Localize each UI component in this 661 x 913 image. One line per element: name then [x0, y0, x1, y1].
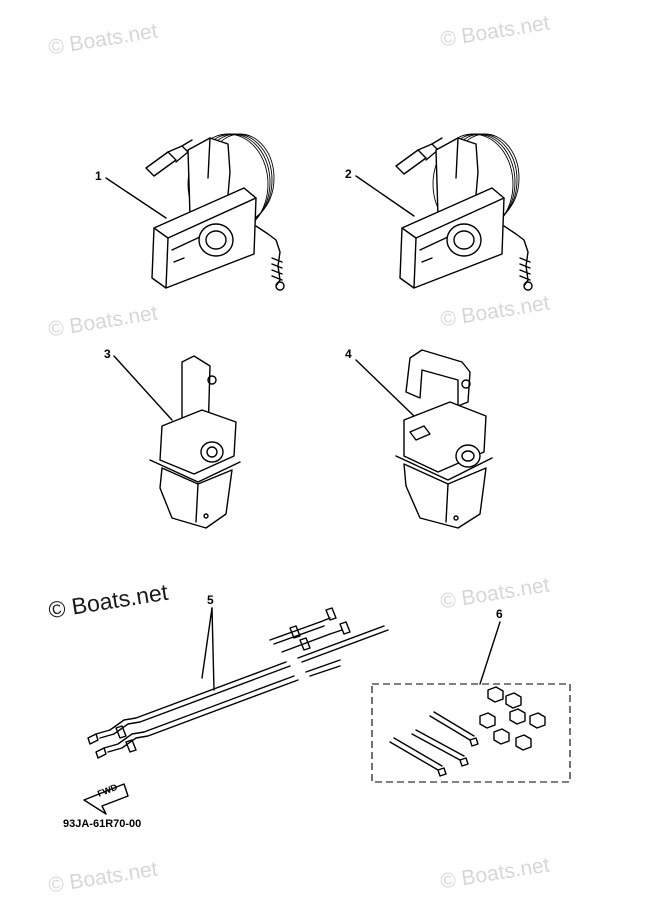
part-4-binnacle-control[interactable]: [395, 349, 493, 529]
ref-number-3: 3: [104, 347, 111, 361]
ref-number-2: 2: [345, 167, 352, 181]
leader-6: [479, 621, 501, 685]
ref-number-6: 6: [496, 607, 503, 621]
leader-5a: [201, 607, 213, 679]
nut-set: [479, 686, 546, 751]
leader-2: [355, 175, 415, 217]
part-1-remote-control[interactable]: [145, 133, 285, 291]
part-5-control-cables[interactable]: [87, 607, 389, 759]
leader-4: [355, 359, 415, 417]
leader-5b: [211, 607, 215, 691]
ref-number-4: 4: [345, 347, 352, 361]
ref-number-5: 5: [207, 593, 214, 607]
leader-1: [105, 177, 167, 219]
part-3-binnacle-control[interactable]: [149, 355, 241, 529]
diagram-code: 93JA-61R70-00: [63, 818, 142, 830]
fwd-arrow-icon: FWD: [83, 782, 129, 815]
ref-number-1: 1: [95, 169, 102, 183]
part-2-remote-control[interactable]: [395, 133, 533, 291]
leader-3: [113, 355, 173, 421]
part-6-bolt-kit[interactable]: [371, 683, 571, 783]
